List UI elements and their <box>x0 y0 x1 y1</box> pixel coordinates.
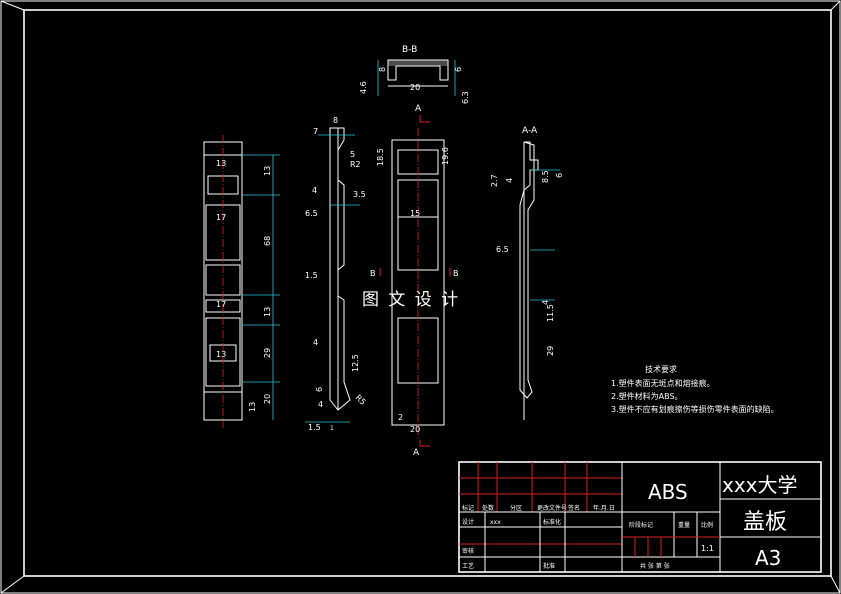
fl-dim-2: 13 <box>263 166 272 176</box>
side-dim-6: 3.5 <box>353 190 366 199</box>
bb-profile <box>387 59 449 81</box>
tb-sheet-size: A3 <box>755 546 781 570</box>
side-view: 7 8 5 R2 4 3.5 6.5 1.5 4 12.5 6 4 R5 1.5… <box>305 116 367 432</box>
aa-dim-8: 29 <box>546 346 555 356</box>
frame-corner-tl <box>0 0 25 11</box>
section-aa-label: A-A <box>522 126 538 136</box>
fl-dim-5: 17 <box>216 300 226 309</box>
side-dim-9: 4 <box>313 338 318 347</box>
side-dim-2: 8 <box>333 116 338 125</box>
aa-profile <box>519 141 539 399</box>
bb-dim-3: 20 <box>410 83 420 92</box>
side-dim-5: 4 <box>312 186 317 195</box>
aa-dim-7: 11.5 <box>546 304 555 322</box>
title-block: 标记 处数 分区 更改文件号 签名 年.月.日 设计 xxx 标准化 审核 工艺… <box>458 461 822 573</box>
tb-date: 年.月.日 <box>593 504 615 512</box>
tb-scale-header: 比例 <box>701 521 713 529</box>
cut-b-right: B <box>453 269 459 278</box>
section-bb-label: B-B <box>402 45 417 55</box>
fl-dim-10: 20 <box>263 394 272 404</box>
fl-dim-3: 17 <box>216 213 226 222</box>
cut-a-top-arrow <box>419 115 430 123</box>
tb-standard: 标准化 <box>543 518 561 526</box>
tb-sheets: 共 张 第 张 <box>640 562 670 570</box>
fm-dim-3: 19.6 <box>441 147 450 165</box>
tb-school: xxx大学 <box>722 473 798 497</box>
tb-count: 处数 <box>482 504 494 512</box>
side-dim-4: R2 <box>350 160 361 169</box>
cut-a-top: A <box>415 104 422 114</box>
notes-title: 技术要求 <box>645 364 677 374</box>
section-bb-view: B-B 4.6 8 20 6.3 6 <box>359 45 470 104</box>
frame-corner-bl <box>0 575 25 594</box>
inner-frame <box>23 9 832 577</box>
aa-dim-4: 6 <box>555 173 564 178</box>
side-profile <box>329 127 351 411</box>
aa-dim-1: 2.7 <box>490 174 499 187</box>
tb-designer-name: xxx <box>490 519 501 526</box>
notes-line-2: 2.塑件材料为ABS。 <box>611 391 683 401</box>
side-dim-7: 6.5 <box>305 209 318 218</box>
tb-process: 工艺 <box>462 562 474 570</box>
tb-zone: 分区 <box>510 504 522 512</box>
fl-dim-6: 13 <box>263 307 272 317</box>
fl-dim-8: 29 <box>263 348 272 358</box>
technical-notes: 技术要求 1.塑件表面无斑点和熔接痕。 2.塑件材料为ABS。 3.塑件不应有划… <box>611 364 779 414</box>
title-block-frame <box>458 461 822 573</box>
aa-dim-2: 4 <box>505 178 514 183</box>
bb-dim-1: 4.6 <box>359 81 368 94</box>
bb-hatch <box>388 60 448 66</box>
cut-a-bottom: A <box>413 448 420 458</box>
tb-weight-header: 重量 <box>678 521 690 529</box>
front-middle-view: A 18.5 15 19.6 2 20 B B A <box>370 104 459 458</box>
side-dim-15: 1 <box>330 425 334 432</box>
fm-dim-2: 15 <box>410 209 420 218</box>
aa-dim-3: 8.5 <box>541 170 550 183</box>
bb-dim-2: 8 <box>378 67 387 72</box>
bb-dim-4: 6.3 <box>461 91 470 104</box>
tb-scale: 1:1 <box>701 544 714 553</box>
tb-part-name: 盖板 <box>743 510 787 535</box>
fl-dim-9: 13 <box>248 402 257 412</box>
aa-dim-5: 6.5 <box>496 245 509 254</box>
side-dim-1: 7 <box>313 127 318 136</box>
side-dim-14: 1.5 <box>308 423 321 432</box>
notes-line-1: 1.塑件表面无斑点和熔接痕。 <box>611 378 715 388</box>
watermark-text: 图 文 设 计 <box>362 290 460 310</box>
side-dim-11: 6 <box>315 387 324 392</box>
section-aa-view: A-A 2.7 4 8.5 6 6.5 4 11.5 29 <box>490 126 564 420</box>
bb-dim-5: 6 <box>454 67 463 72</box>
notes-line-3: 3.塑件不应有划痕擦伤等损伤零件表面的缺陷。 <box>611 404 779 414</box>
tb-check: 审核 <box>462 547 474 555</box>
tb-designer-label: 设计 <box>462 518 474 526</box>
side-dim-3: 5 <box>350 150 355 159</box>
side-dim-8: 1.5 <box>305 271 318 280</box>
tb-mark: 标记 <box>462 504 474 512</box>
side-dim-10: 12.5 <box>351 354 360 372</box>
tb-change: 更改文件号 <box>537 504 567 512</box>
fm-dim-5: 20 <box>410 425 420 434</box>
aa-dim-6: 4 <box>541 300 550 305</box>
fm-dim-1: 18.5 <box>376 148 385 166</box>
frame-corner-tr <box>830 0 841 11</box>
front-left-view: 13 13 17 68 17 13 13 29 13 20 <box>203 135 280 428</box>
side-dim-12: 4 <box>318 400 323 409</box>
tb-material: ABS <box>648 480 688 504</box>
tb-sign: 签名 <box>568 504 580 512</box>
fl-dim-1: 13 <box>216 159 226 168</box>
tb-stage-header: 阶段标记 <box>629 521 653 529</box>
cut-b-left: B <box>370 269 376 278</box>
side-dim-13: R5 <box>354 393 368 407</box>
fm-dim-4: 2 <box>398 413 403 422</box>
tb-approve: 批准 <box>543 562 555 570</box>
frame-corner-br <box>830 575 841 594</box>
fl-dim-7: 13 <box>216 350 226 359</box>
cut-a-bottom-arrow <box>419 440 430 447</box>
fl-dim-4: 68 <box>263 236 272 246</box>
